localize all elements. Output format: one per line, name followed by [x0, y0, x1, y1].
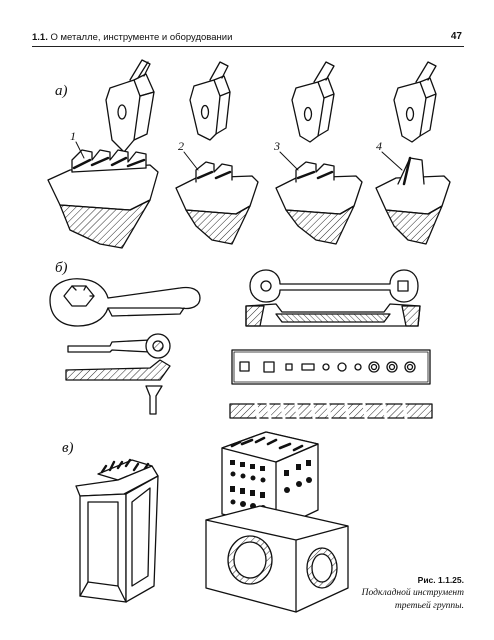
section-number: 1.1. — [32, 32, 48, 43]
caption-line-2: третьей группы. — [394, 601, 464, 611]
small-swage-tool — [65, 333, 171, 415]
figure-caption: Рис. 1.1.25. Подкладной инструмент треть… — [344, 574, 464, 613]
running-header: 1.1. О металле, инструменте и оборудован… — [32, 30, 464, 48]
swage-plate-holes — [231, 349, 431, 385]
page-number: 47 — [450, 31, 462, 42]
fuller-tool-1 — [105, 59, 155, 153]
swage-block-large — [205, 431, 349, 613]
anvil-block-3 — [275, 161, 363, 245]
section-title: О металле, инструменте и оборудовании — [50, 32, 233, 43]
fuller-tool-2 — [189, 61, 231, 141]
anvil-block-2 — [175, 161, 259, 245]
anvil-block-1 — [47, 149, 159, 249]
label-part-b: б) — [55, 260, 68, 276]
double-hole-swage-bar — [245, 269, 421, 327]
anvil-block-4 — [375, 156, 451, 245]
item-number-3: 3 — [273, 139, 280, 153]
swage-block-stand-small — [75, 458, 159, 603]
header-rule — [32, 46, 464, 47]
item-number-4: 4 — [376, 139, 382, 153]
swage-plate-ring-tool — [49, 278, 201, 327]
item-number-1: 1 — [70, 129, 76, 143]
label-part-c: в) — [62, 440, 74, 456]
fuller-tool-3 — [291, 61, 335, 143]
caption-line-1: Подкладной инструмент — [361, 588, 464, 598]
label-part-a: а) — [55, 83, 68, 99]
swage-plate-section — [229, 402, 433, 420]
caption-title: Рис. 1.1.25. — [417, 575, 464, 585]
item-number-2: 2 — [178, 139, 184, 153]
fuller-tool-4 — [393, 61, 437, 143]
